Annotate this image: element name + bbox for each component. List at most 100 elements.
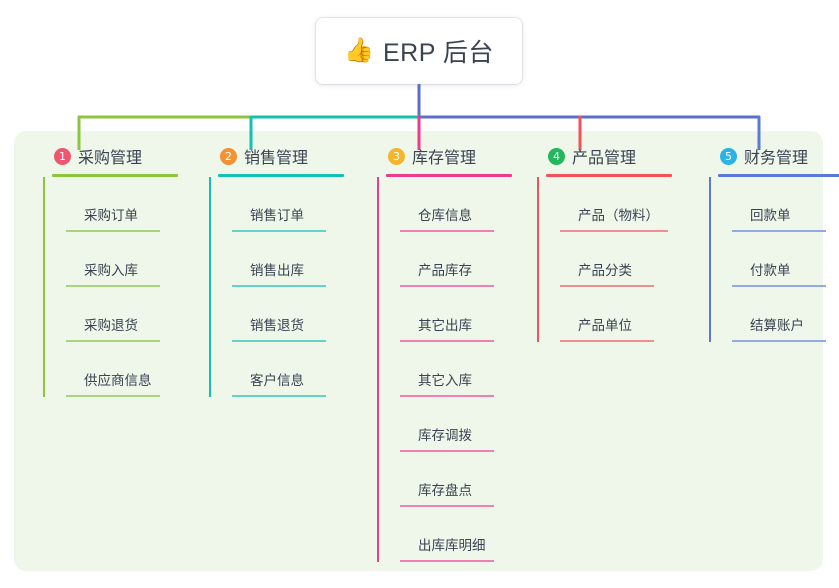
leaf-item[interactable]: 产品（物料）	[546, 177, 684, 232]
leaf-rule	[560, 230, 668, 232]
branch-leaf-list-2: 销售订单 销售出库 销售退货 客户信息	[196, 177, 356, 397]
branch-column-1: 1 采购管理 采购订单 采购入库 采购退货 供应商信息	[30, 143, 190, 397]
leaf-label: 产品单位	[578, 318, 632, 333]
leaf-label: 供应商信息	[84, 373, 152, 388]
leaf-label: 客户信息	[250, 373, 304, 388]
root-title: ERP 后台	[382, 39, 494, 67]
leaf-item[interactable]: 客户信息	[218, 342, 356, 397]
branch-rule-3	[386, 174, 512, 177]
leaf-item[interactable]: 回款单	[718, 177, 839, 232]
branch-spine-3	[377, 177, 379, 562]
leaf-item[interactable]: 付款单	[718, 232, 839, 287]
leaf-rule	[400, 340, 494, 342]
leaf-rule	[232, 230, 326, 232]
leaf-rule	[560, 340, 654, 342]
leaf-item[interactable]: 库存盘点	[386, 452, 524, 507]
branch-title-2: 销售管理	[244, 150, 309, 167]
leaf-item[interactable]: 其它入库	[386, 342, 524, 397]
branch-rule-1	[52, 174, 178, 177]
leaf-rule	[66, 230, 160, 232]
branch-badge-5: 5	[720, 147, 737, 165]
leaf-item[interactable]: 供应商信息	[52, 342, 190, 397]
branch-column-2: 2 销售管理 销售订单 销售出库 销售退货 客户信息	[196, 143, 356, 397]
leaf-item[interactable]: 产品单位	[546, 287, 684, 342]
branch-header-5[interactable]: 5 财务管理	[696, 143, 839, 169]
leaf-item[interactable]: 产品分类	[546, 232, 684, 287]
leaf-item[interactable]: 采购入库	[52, 232, 190, 287]
leaf-label: 其它入库	[418, 373, 472, 388]
leaf-label: 产品（物料）	[578, 208, 659, 223]
leaf-item[interactable]: 出库库明细	[386, 507, 524, 562]
leaf-item[interactable]: 其它出库	[386, 287, 524, 342]
branch-leaf-list-4: 产品（物料） 产品分类 产品单位	[524, 177, 684, 342]
branch-badge-2: 2	[220, 147, 237, 165]
leaf-item[interactable]: 结算账户	[718, 287, 839, 342]
branch-leaf-list-3: 仓库信息 产品库存 其它出库 其它入库 库存调拨 库存盘点	[364, 177, 524, 562]
root-node-card[interactable]: 👍 ERP 后台	[316, 18, 522, 84]
leaf-label: 库存调拨	[418, 428, 472, 443]
leaf-item[interactable]: 销售退货	[218, 287, 356, 342]
branch-badge-1: 1	[54, 147, 71, 165]
leaf-label: 销售出库	[250, 263, 304, 278]
branch-title-3: 库存管理	[412, 150, 477, 167]
leaf-rule	[232, 285, 326, 287]
branch-rule-5	[718, 174, 839, 177]
branch-leaf-list-5: 回款单 付款单 结算账户	[696, 177, 839, 342]
leaf-label: 其它出库	[418, 318, 472, 333]
leaf-rule	[66, 340, 160, 342]
leaf-rule	[732, 285, 826, 287]
leaf-item[interactable]: 库存调拨	[386, 397, 524, 452]
branch-title-4: 产品管理	[572, 150, 637, 167]
leaf-rule	[400, 230, 494, 232]
leaf-label: 回款单	[750, 208, 791, 223]
leaf-rule	[732, 230, 826, 232]
leaf-label: 销售退货	[250, 318, 304, 333]
branch-leaf-list-1: 采购订单 采购入库 采购退货 供应商信息	[30, 177, 190, 397]
leaf-rule	[232, 395, 326, 397]
leaf-label: 采购退货	[84, 318, 138, 333]
leaf-rule	[560, 285, 654, 287]
branch-rule-4	[546, 174, 672, 177]
leaf-label: 销售订单	[250, 208, 304, 223]
branch-column-4: 4 产品管理 产品（物料） 产品分类 产品单位	[524, 143, 684, 342]
leaf-label: 采购入库	[84, 263, 138, 278]
leaf-item[interactable]: 销售出库	[218, 232, 356, 287]
leaf-item[interactable]: 采购退货	[52, 287, 190, 342]
leaf-rule	[232, 340, 326, 342]
branch-column-3: 3 库存管理 仓库信息 产品库存 其它出库 其它入库 库存调拨	[364, 143, 524, 562]
leaf-item[interactable]: 仓库信息	[386, 177, 524, 232]
leaf-rule	[400, 395, 494, 397]
leaf-rule	[400, 505, 494, 507]
leaf-rule	[732, 340, 826, 342]
leaf-label: 库存盘点	[418, 483, 472, 498]
diagram-panel	[14, 131, 823, 571]
leaf-label: 产品库存	[418, 263, 472, 278]
leaf-item[interactable]: 销售订单	[218, 177, 356, 232]
branch-title-5: 财务管理	[744, 150, 809, 167]
branch-header-3[interactable]: 3 库存管理	[364, 143, 524, 169]
branch-badge-4: 4	[548, 147, 565, 165]
branch-rule-2	[218, 174, 344, 177]
leaf-rule	[400, 560, 494, 562]
branch-spine-1	[43, 177, 45, 397]
branch-header-4[interactable]: 4 产品管理	[524, 143, 684, 169]
branch-spine-2	[209, 177, 211, 397]
leaf-item[interactable]: 采购订单	[52, 177, 190, 232]
leaf-label: 结算账户	[750, 318, 804, 333]
leaf-label: 采购订单	[84, 208, 138, 223]
leaf-item[interactable]: 产品库存	[386, 232, 524, 287]
thumbs-up-icon: 👍	[344, 37, 374, 64]
branch-badge-3: 3	[388, 147, 405, 165]
leaf-label: 出库库明细	[418, 538, 486, 553]
leaf-label: 付款单	[750, 263, 791, 278]
branch-spine-5	[709, 177, 711, 342]
leaf-label: 产品分类	[578, 263, 632, 278]
branch-spine-4	[537, 177, 539, 342]
leaf-rule	[400, 450, 494, 452]
leaf-label: 仓库信息	[418, 208, 472, 223]
leaf-rule	[66, 285, 160, 287]
leaf-rule	[66, 395, 160, 397]
branch-header-2[interactable]: 2 销售管理	[196, 143, 356, 169]
branch-title-1: 采购管理	[78, 150, 143, 167]
branch-header-1[interactable]: 1 采购管理	[30, 143, 190, 169]
